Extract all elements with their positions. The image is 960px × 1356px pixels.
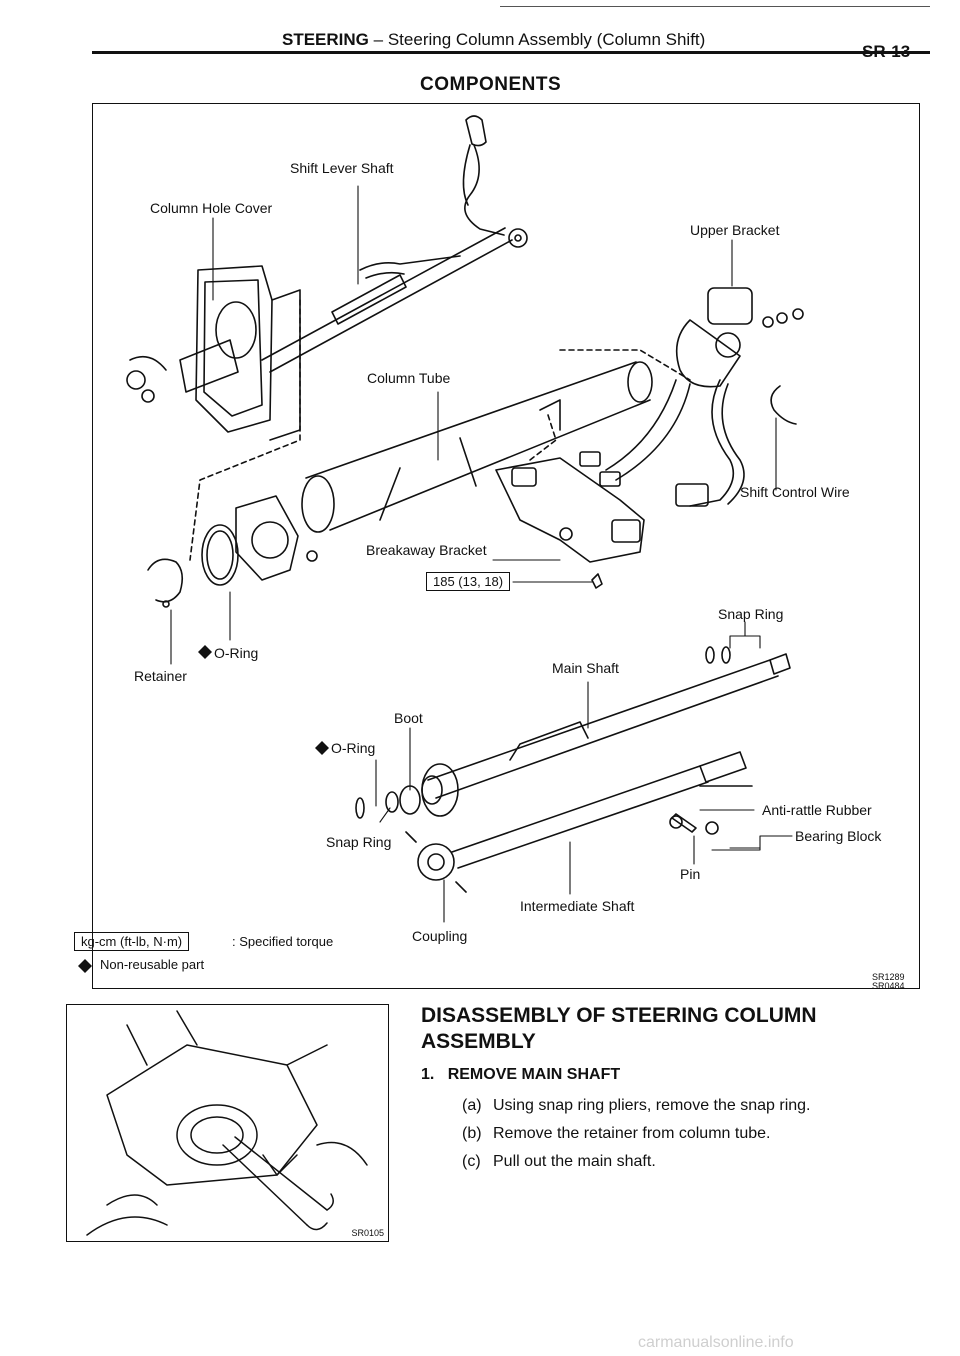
shift-lever-drawing [462,115,528,248]
label-column-hole-cover: Column Hole Cover [150,200,273,216]
label-coupling: Coupling [412,928,468,944]
photo-code: SR0105 [351,1228,384,1238]
label-o-ring-bottom: O-Ring [331,740,376,756]
step-1-heading: 1. REMOVE MAIN SHAFT [421,1066,620,1084]
column-hole-cover-drawing [126,265,301,441]
torque-value-box: 185 (13, 18) [426,572,511,591]
diagram-code-2: SR0484 [872,981,905,991]
upper-bracket-drawing [605,287,804,481]
label-column-tube: Column Tube [367,370,451,386]
disassembly-title: DISASSEMBLY OF STEERING COLUMN ASSEMBLY [421,1003,817,1055]
step-1-number: 1. [421,1066,435,1083]
label-intermediate-shaft: Intermediate Shaft [520,898,635,914]
snap-ring-pliers-illustration: SR0105 [66,1004,389,1242]
retainer-oring-drawing [147,495,318,608]
label-snap-ring-bottom: Snap Ring [326,834,392,850]
header-top-rule [500,6,930,7]
components-diagram-frame [92,103,920,989]
header-rule [92,51,930,54]
legend-torque-units: kg-cm (ft-lb, N·m) [74,932,190,951]
label-main-shaft: Main Shaft [552,660,619,676]
legend-nonreusable-desc: Non-reusable part [100,957,205,972]
label-shift-control-wire: Shift Control Wire [740,484,850,500]
label-boot: Boot [394,710,423,726]
substep-b: (b)Remove the retainer from column tube. [462,1125,771,1142]
assembly-guide-lines [189,299,691,561]
label-shift-lever-shaft: Shift Lever Shaft [290,160,394,176]
shift-control-wire-drawing [579,379,797,507]
legend-torque-desc: : Specified torque [232,934,334,949]
shift-lever-shaft-drawing [261,227,513,373]
leader-lines [170,185,793,923]
label-anti-rattle-rubber: Anti-rattle Rubber [762,802,872,818]
disassembly-title-line1: DISASSEMBLY OF STEERING COLUMN [421,1004,817,1027]
main-shaft-drawing [421,646,791,805]
breakaway-bracket-drawing [495,457,645,589]
disassembly-title-line2: ASSEMBLY [421,1030,536,1053]
label-retainer: Retainer [134,668,187,684]
intermediate-shaft-drawing [405,751,753,893]
components-diagram [78,115,804,973]
step-1-title: REMOVE MAIN SHAFT [447,1066,621,1083]
pliers-drawing [86,1010,368,1236]
label-o-ring-top: O-Ring [214,645,259,661]
diagram-code-1: SR1289 [872,972,905,982]
substep-a: (a)Using snap ring pliers, remove the sn… [462,1097,811,1114]
label-upper-bracket: Upper Bracket [690,222,780,238]
label-snap-ring-top: Snap Ring [718,606,784,622]
label-pin: Pin [680,866,701,882]
substep-c: (c)Pull out the main shaft. [462,1153,656,1170]
non-reusable-markers [78,645,329,973]
column-tube-drawing [301,361,653,533]
label-breakaway-bracket: Breakaway Bracket [366,542,487,558]
section-title: COMPONENTS [420,74,562,95]
header-title: STEERING – Steering Column Assembly (Col… [282,30,706,49]
watermark[interactable]: carmanualsonline.info [638,1334,794,1351]
label-bearing-block: Bearing Block [795,828,882,844]
